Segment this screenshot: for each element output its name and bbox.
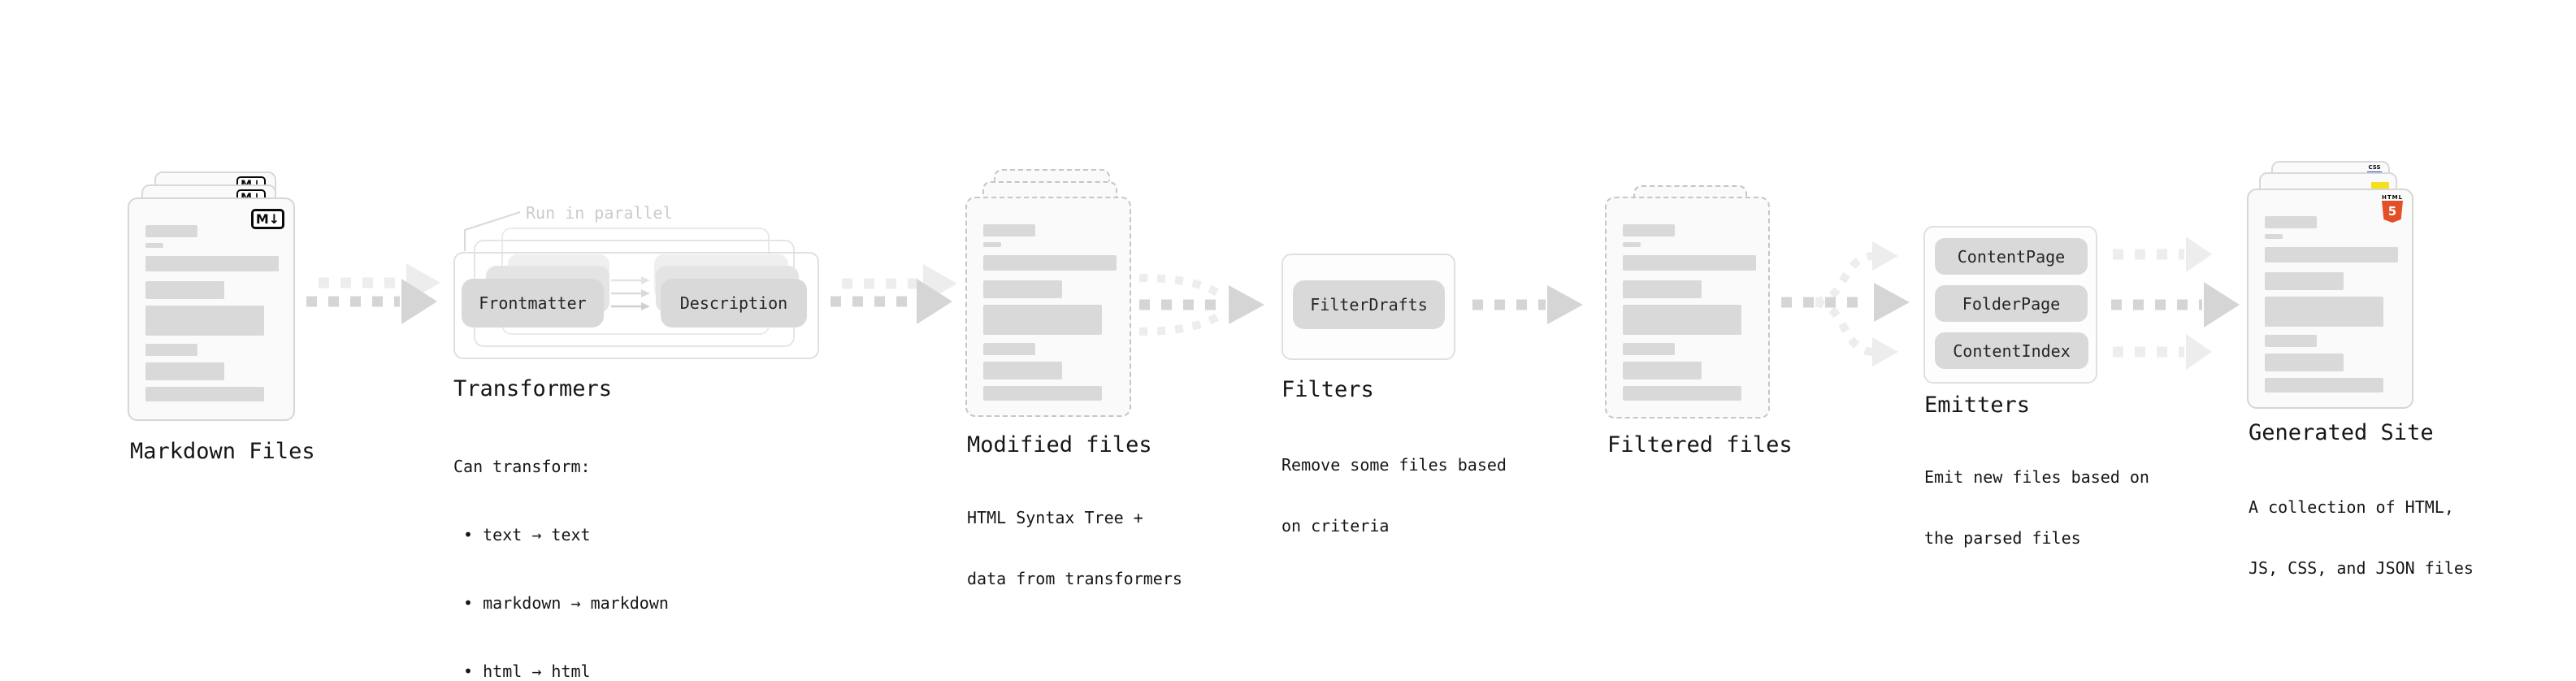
- skeleton-bar: [2265, 216, 2317, 228]
- skeleton-bar: [983, 362, 1062, 380]
- skeleton-bar: [145, 306, 264, 336]
- fork-curve-top: [1815, 252, 1875, 306]
- arrowhead-filtered: [1874, 283, 1910, 322]
- stage-title-filters: Filters: [1281, 377, 1374, 402]
- skeleton-bar: [1623, 242, 1641, 247]
- skeleton-bar: [1623, 343, 1675, 355]
- skeleton-bar: [145, 387, 264, 401]
- skeleton-bar: [983, 305, 1102, 335]
- skeleton-bar: [1623, 224, 1675, 236]
- modified-files-description: HTML Syntax Tree + data from transformer…: [967, 467, 1182, 630]
- stage-title-markdown-files: Markdown Files: [130, 439, 315, 464]
- description-line: data from transformers: [967, 569, 1182, 588]
- html5-icon-shield: 5: [2382, 201, 2403, 223]
- skeleton-bar: [2265, 335, 2317, 347]
- modified-file-card: [965, 197, 1131, 417]
- skeleton-bar: [1623, 305, 1741, 335]
- arrowhead-markdown: [401, 279, 437, 324]
- skeleton-bar: [145, 362, 224, 380]
- skeleton-bar: [145, 256, 279, 271]
- arrowhead-fork-bottom: [1872, 337, 1898, 367]
- description-line: on criteria: [1281, 516, 1390, 536]
- arrowhead-light-transformers: [923, 264, 957, 303]
- merge-curve-top: [1138, 274, 1228, 301]
- markdown-file-card: M↓: [128, 197, 295, 421]
- stage-title-transformers: Transformers: [453, 376, 613, 401]
- description-line: A collection of HTML,: [2249, 497, 2454, 517]
- description-line: • markdown → markdown: [453, 593, 669, 613]
- description-pill: Description: [661, 279, 807, 327]
- skeleton-bar: [983, 280, 1062, 298]
- description-line: Remove some files based: [1281, 455, 1507, 475]
- skeleton-bar: [145, 344, 197, 356]
- filtered-file-card: [1605, 197, 1770, 419]
- skeleton-bar: [983, 255, 1117, 271]
- markdown-icon: M↓: [251, 209, 284, 229]
- skeleton-bar: [1623, 386, 1741, 401]
- skeleton-bar: [145, 281, 224, 299]
- stage-title-emitters: Emitters: [1924, 393, 2031, 418]
- description-line: HTML Syntax Tree +: [967, 508, 1143, 527]
- folderpage-pill: FolderPage: [1935, 285, 2088, 322]
- skeleton-bar: [983, 386, 1102, 401]
- skeleton-bar: [1623, 255, 1756, 271]
- transformers-description: Can transform: • text → text • markdown …: [453, 410, 669, 681]
- skeleton-bar: [2265, 272, 2344, 290]
- emitters-description: Emit new files based on the parsed files: [1924, 427, 2149, 589]
- skeleton-bar: [983, 224, 1035, 236]
- stage-title-modified-files: Modified files: [967, 432, 1152, 458]
- skeleton-bar: [983, 242, 1001, 247]
- description-line: Emit new files based on: [1924, 467, 2149, 487]
- skeleton-bar: [2265, 378, 2383, 393]
- skeleton-bar: [1623, 362, 1702, 380]
- description-line: the parsed files: [1924, 528, 2081, 548]
- skeleton-bar: [983, 343, 1035, 355]
- arrowhead-emitters-bottom: [2186, 334, 2212, 370]
- html5-icon: HTML 5: [2382, 194, 2403, 223]
- html5-icon-label: HTML: [2382, 194, 2404, 201]
- description-line: JS, CSS, and JSON files: [2249, 558, 2474, 578]
- skeleton-bar: [145, 225, 197, 237]
- skeleton-bar: [145, 243, 163, 248]
- arrowhead-modified: [1229, 285, 1264, 324]
- description-line: • html → html: [453, 661, 591, 681]
- css-icon-label: CSS: [2368, 164, 2381, 171]
- stage-title-generated-site: Generated Site: [2249, 420, 2434, 445]
- fork-curve-bottom: [1815, 299, 1875, 356]
- skeleton-bar: [2265, 297, 2383, 327]
- stage-title-filtered-files: Filtered files: [1607, 432, 1793, 458]
- arrowhead-transformers: [917, 279, 952, 324]
- arrowhead-filters: [1547, 285, 1583, 324]
- arrowhead-fork-top: [1872, 241, 1898, 271]
- description-line: • text → text: [453, 525, 591, 544]
- arrowhead-light-markdown: [406, 263, 440, 302]
- skeleton-bar: [2265, 234, 2283, 239]
- site-file-card-html: HTML 5: [2247, 189, 2413, 409]
- contentindex-pill: ContentIndex: [1935, 332, 2088, 369]
- transformer-box-front: [453, 252, 819, 359]
- run-in-parallel-annotation: Run in parallel: [526, 203, 673, 223]
- skeleton-bar: [2265, 354, 2344, 371]
- arrowhead-emitters-top: [2186, 236, 2212, 272]
- generated-site-description: A collection of HTML, JS, CSS, and JSON …: [2249, 457, 2474, 619]
- arrowhead-emitters-mid: [2204, 282, 2240, 327]
- filterdrafts-pill: FilterDrafts: [1293, 280, 1445, 329]
- frontmatter-pill: Frontmatter: [462, 279, 604, 327]
- contentpage-pill: ContentPage: [1935, 238, 2088, 275]
- skeleton-bar: [2265, 247, 2398, 262]
- merge-curve-bottom: [1138, 308, 1228, 336]
- description-line: Can transform:: [453, 457, 591, 476]
- filters-description: Remove some files based on criteria: [1281, 414, 1507, 577]
- skeleton-bar: [1623, 280, 1702, 298]
